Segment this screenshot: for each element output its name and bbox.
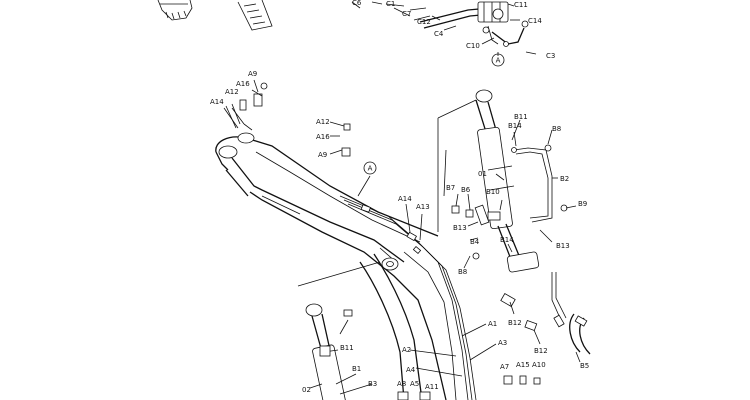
callout-a14-mid: A14 [398, 195, 412, 203]
callout-a14-top: A14 [210, 98, 224, 106]
bottom-hardware [397, 375, 541, 400]
callout-a8: A8 [397, 380, 406, 388]
arm-cylinder [474, 89, 553, 273]
plate-part-drawing [237, 0, 273, 31]
callout-c7: C7 [402, 10, 411, 18]
boom-cylinder [305, 303, 353, 400]
callout-b1: B1 [352, 365, 361, 373]
callout-02: 02 [302, 386, 311, 394]
callout-b8-top: B8 [552, 125, 561, 133]
callout-b14-mid: B14 [500, 236, 514, 244]
callout-a16-top: A16 [236, 80, 250, 88]
callout-a3: A3 [498, 339, 507, 347]
callout-b12-right: B12 [534, 347, 548, 355]
bucket-part-drawing [157, 0, 193, 21]
callout-b8-mid: B8 [458, 268, 467, 276]
boom-hydraulic-lines [339, 195, 477, 400]
circle-a-marker-top-label: A [496, 57, 501, 65]
callout-a12-top: A12 [225, 88, 239, 96]
callout-b11-low: B11 [340, 344, 354, 352]
callout-b14-top: B14 [508, 122, 522, 130]
callout-c6: C6 [352, 0, 362, 7]
callout-a7: A7 [500, 363, 509, 371]
callout-b13-left: B13 [453, 224, 467, 232]
callout-b6: B6 [461, 186, 471, 194]
callout-b13-right: B13 [556, 242, 570, 250]
callout-b10: B10 [486, 188, 500, 196]
circle-a-marker-mid: A [363, 161, 377, 175]
callout-a16-mid: A16 [316, 133, 330, 141]
boom [215, 132, 447, 400]
leader-lines [223, 1, 581, 395]
callout-c4: C4 [434, 30, 444, 38]
callout-a1: A1 [488, 320, 497, 328]
callout-b5: B5 [580, 362, 589, 370]
callout-a9-top: A9 [248, 70, 257, 78]
callout-a15: A15 [516, 361, 530, 369]
callout-labels: C6 C1 C7 C12 C4 C11 C14 C10 C3 A9 A16 A1… [210, 0, 589, 394]
callout-b7: B7 [446, 184, 455, 192]
callout-a9-mid: A9 [318, 151, 327, 159]
callout-c14: C14 [528, 17, 542, 25]
fittings [225, 82, 591, 355]
circle-a-marker-top: A [491, 53, 505, 67]
callout-a13: A13 [416, 203, 430, 211]
circle-a-marker-mid-label: A [368, 165, 373, 173]
callout-a10: A10 [532, 361, 546, 369]
callout-b4: B4 [470, 238, 480, 246]
callout-a2: A2 [402, 346, 411, 354]
hose-assembly-top [371, 1, 529, 47]
callout-c11: C11 [514, 1, 528, 9]
callout-c10: C10 [466, 42, 480, 50]
callout-b11-top: B11 [514, 113, 528, 121]
callout-a11: A11 [425, 383, 439, 391]
callout-c1: C1 [386, 0, 395, 8]
callout-a4: A4 [406, 366, 416, 374]
callout-a12-mid: A12 [316, 118, 330, 126]
callout-c12: C12 [417, 18, 431, 26]
callout-c3: C3 [546, 52, 555, 60]
callout-b12-left: B12 [508, 319, 522, 327]
callout-b2: B2 [560, 175, 569, 183]
callout-a5: A5 [410, 380, 419, 388]
callout-b9: B9 [578, 200, 587, 208]
callout-01: 01 [478, 170, 487, 178]
callout-b3: B3 [368, 380, 377, 388]
